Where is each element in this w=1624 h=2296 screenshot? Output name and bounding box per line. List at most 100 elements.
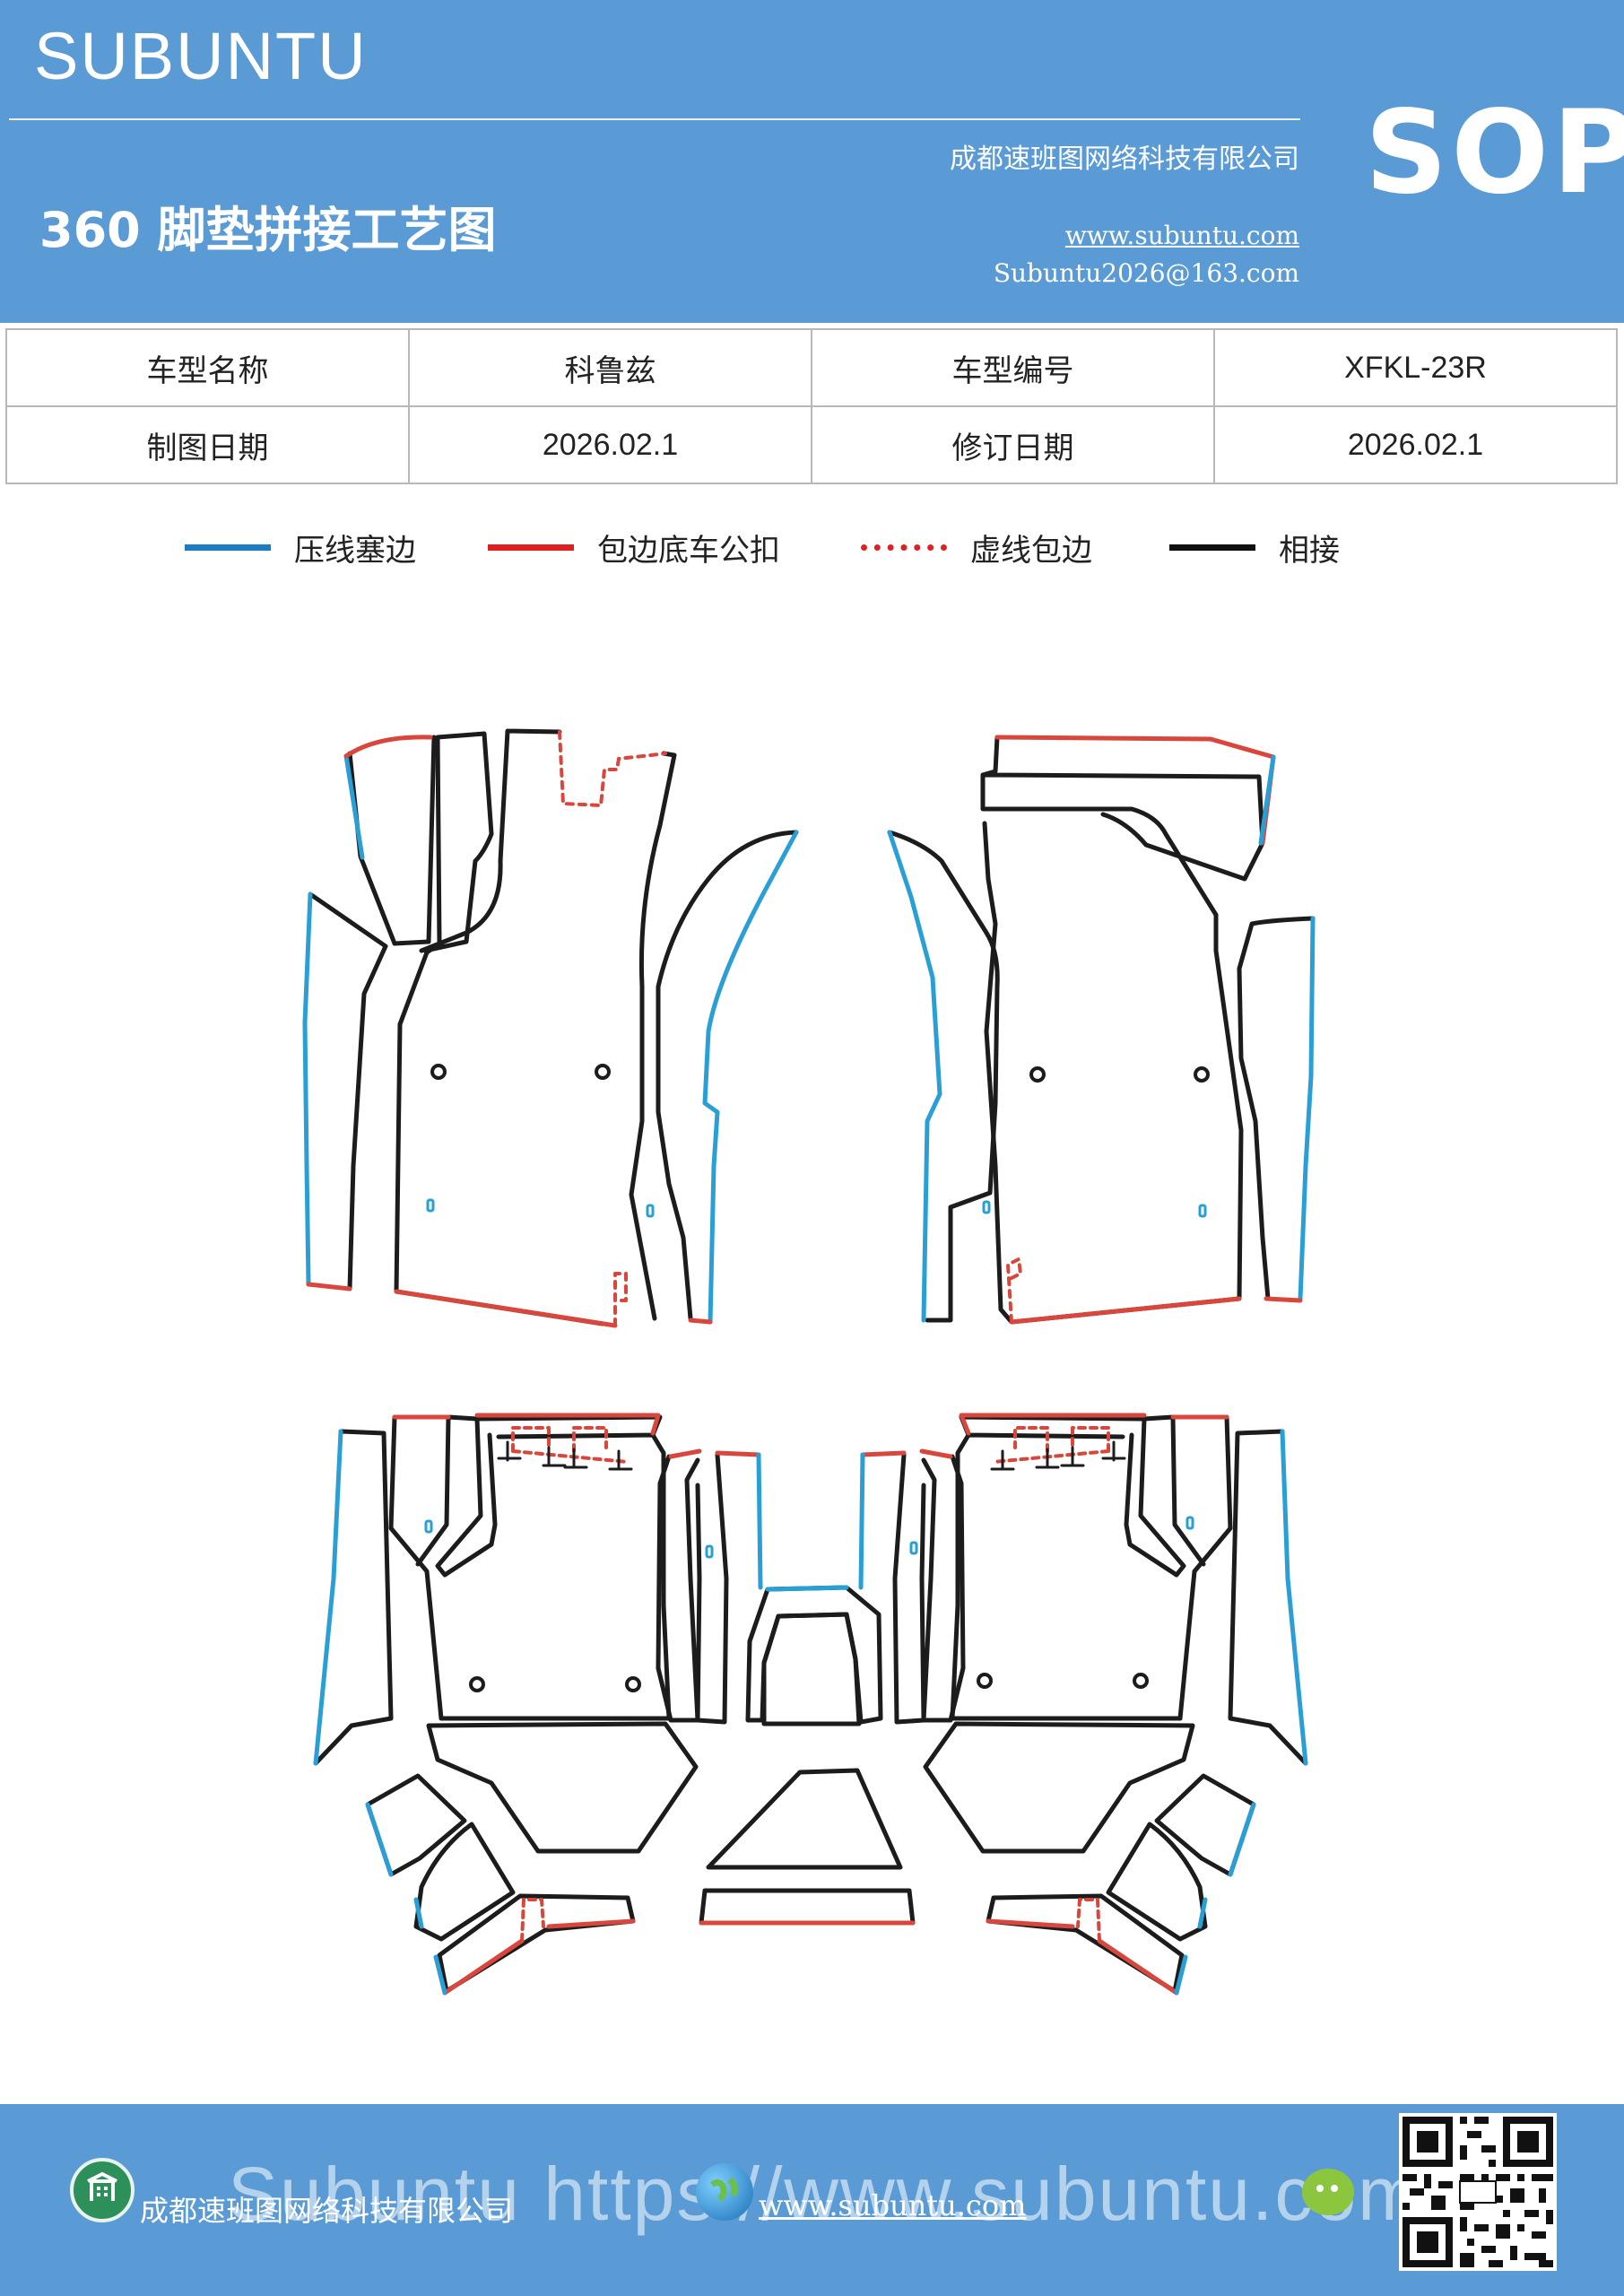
dashed-wrap-edge — [1006, 1257, 1022, 1324]
footer-watermark: Subuntu https://www.subuntu.com — [228, 2152, 1423, 2236]
mount-hole — [595, 1064, 611, 1080]
red-edge — [306, 1282, 352, 1292]
mat-outline — [394, 728, 677, 1326]
red-edge — [994, 735, 1276, 1325]
front-right-mat — [887, 735, 1316, 1325]
red-edge — [394, 1289, 618, 1328]
blue-edge — [1228, 1802, 1256, 1877]
joint-mark — [497, 1440, 633, 1471]
mount-hole — [469, 1676, 485, 1692]
mat-outline — [919, 1454, 966, 1723]
clip-marker — [646, 1204, 655, 1218]
mount-hole — [977, 1673, 993, 1689]
joint-mark — [990, 1440, 1126, 1471]
mount-hole — [430, 1064, 447, 1080]
legend-item-dashed-wrap: 虚线包边 — [861, 520, 1092, 574]
draw-date-label: 制图日期 — [5, 405, 410, 484]
mat-outline — [761, 1612, 862, 1726]
company-website-link[interactable]: www.subuntu.com — [1064, 221, 1299, 250]
legend-swatch — [185, 544, 271, 551]
mat-outline — [426, 1721, 699, 1854]
clip-marker — [705, 1544, 714, 1559]
rear-right-mats — [858, 1413, 1308, 1996]
mat-outline — [699, 1888, 916, 1926]
mount-hole — [1194, 1066, 1210, 1083]
red-edge — [688, 1318, 713, 1325]
mat-outline — [656, 1454, 702, 1723]
blue-edge — [313, 1429, 343, 1766]
mat-outline — [892, 1452, 937, 1725]
mat-outline — [1237, 916, 1316, 1301]
blue-edge — [413, 1897, 424, 1929]
dashed-wrap-edge — [520, 1898, 545, 1943]
red-edge — [668, 1448, 761, 1459]
blue-edge — [765, 1585, 849, 1592]
floor-mat-diagram — [302, 728, 1316, 1996]
brand-logo: SUBUNTU — [34, 19, 368, 93]
mat-outline — [923, 1721, 1195, 1854]
mat-outline — [388, 1414, 672, 1721]
document-title: 360 脚垫拼接工艺图 — [39, 202, 497, 258]
page-footer: Subuntu https://www.subuntu.com 成都速班图网络科… — [0, 2104, 1624, 2296]
model-code-value: XFKL-23R — [1213, 328, 1618, 407]
line-legend: 压线塞边 包边底车公扣 虚线包边 相接 — [0, 520, 1624, 574]
red-edge — [442, 1918, 636, 1996]
company-name: 成都速班图网络科技有限公司 — [950, 144, 1299, 175]
red-edge — [860, 1448, 953, 1459]
blue-edge — [1197, 1897, 1208, 1929]
mat-outline — [313, 1429, 394, 1766]
header-divider — [9, 118, 1300, 120]
rear-left-mats — [313, 1413, 763, 1996]
legend-item-press-line: 压线塞边 — [185, 520, 416, 574]
clip-marker — [1185, 1516, 1194, 1530]
red-edge — [392, 1413, 661, 1436]
mat-outline — [1154, 1773, 1256, 1877]
blue-edge — [702, 830, 799, 1325]
clip-marker — [426, 1198, 435, 1213]
mount-hole — [625, 1676, 641, 1692]
mat-outline — [980, 735, 1265, 1325]
table-row: 制图日期 2026.02.1 修订日期 2026.02.1 — [5, 405, 1618, 484]
page-header: SUBUNTU 360 脚垫拼接工艺图 成都速班图网络科技有限公司 www.su… — [0, 0, 1624, 323]
mat-outline — [347, 735, 437, 946]
mat-outline — [1106, 1822, 1208, 1942]
model-name-value: 科鲁兹 — [408, 328, 812, 407]
footer-company-name: 成都速班图网络科技有限公司 — [140, 2194, 514, 2228]
mount-hole — [1133, 1673, 1149, 1689]
legend-label: 虚线包边 — [970, 532, 1092, 569]
blue-edge — [1298, 916, 1316, 1301]
legend-label: 压线塞边 — [294, 532, 416, 569]
legend-label: 相接 — [1279, 532, 1340, 569]
footer-website-link[interactable]: www.subuntu.com — [759, 2188, 1027, 2222]
blue-edge — [302, 891, 313, 1287]
globe-icon — [696, 2163, 753, 2221]
mat-outline — [656, 830, 799, 1321]
mat-outline — [365, 1773, 467, 1877]
clip-marker — [909, 1541, 918, 1555]
front-left-mat — [302, 728, 799, 1328]
blue-edge — [1174, 1954, 1188, 1996]
dashed-wrap-edge — [558, 730, 667, 1327]
revise-date-value: 2026.02.1 — [1213, 405, 1618, 484]
dashed-wrap-edge — [1076, 1898, 1101, 1943]
blue-edge — [1258, 754, 1276, 846]
blue-edge — [433, 1954, 447, 1996]
clip-marker — [1198, 1204, 1207, 1218]
blue-edge — [858, 1452, 865, 1590]
mat-outline — [308, 891, 388, 1292]
qr-code — [1399, 2113, 1557, 2271]
model-code-label: 车型编号 — [811, 328, 1215, 407]
dashed-wrap-edge — [511, 1426, 630, 1464]
legend-item-wrap-edge: 包边底车公扣 — [488, 520, 780, 574]
red-edge — [343, 735, 433, 759]
mat-outline — [887, 830, 1000, 1323]
red-edge — [1264, 1296, 1303, 1303]
rear-center-mats — [699, 1585, 916, 1926]
mat-outline — [706, 1768, 903, 1870]
blue-edge — [1280, 1429, 1308, 1766]
legend-swatch — [861, 544, 947, 551]
building-icon — [70, 2158, 135, 2222]
wechat-icon — [1302, 2169, 1354, 2215]
mount-hole — [1029, 1066, 1046, 1083]
sop-badge: SOP — [1365, 86, 1624, 220]
